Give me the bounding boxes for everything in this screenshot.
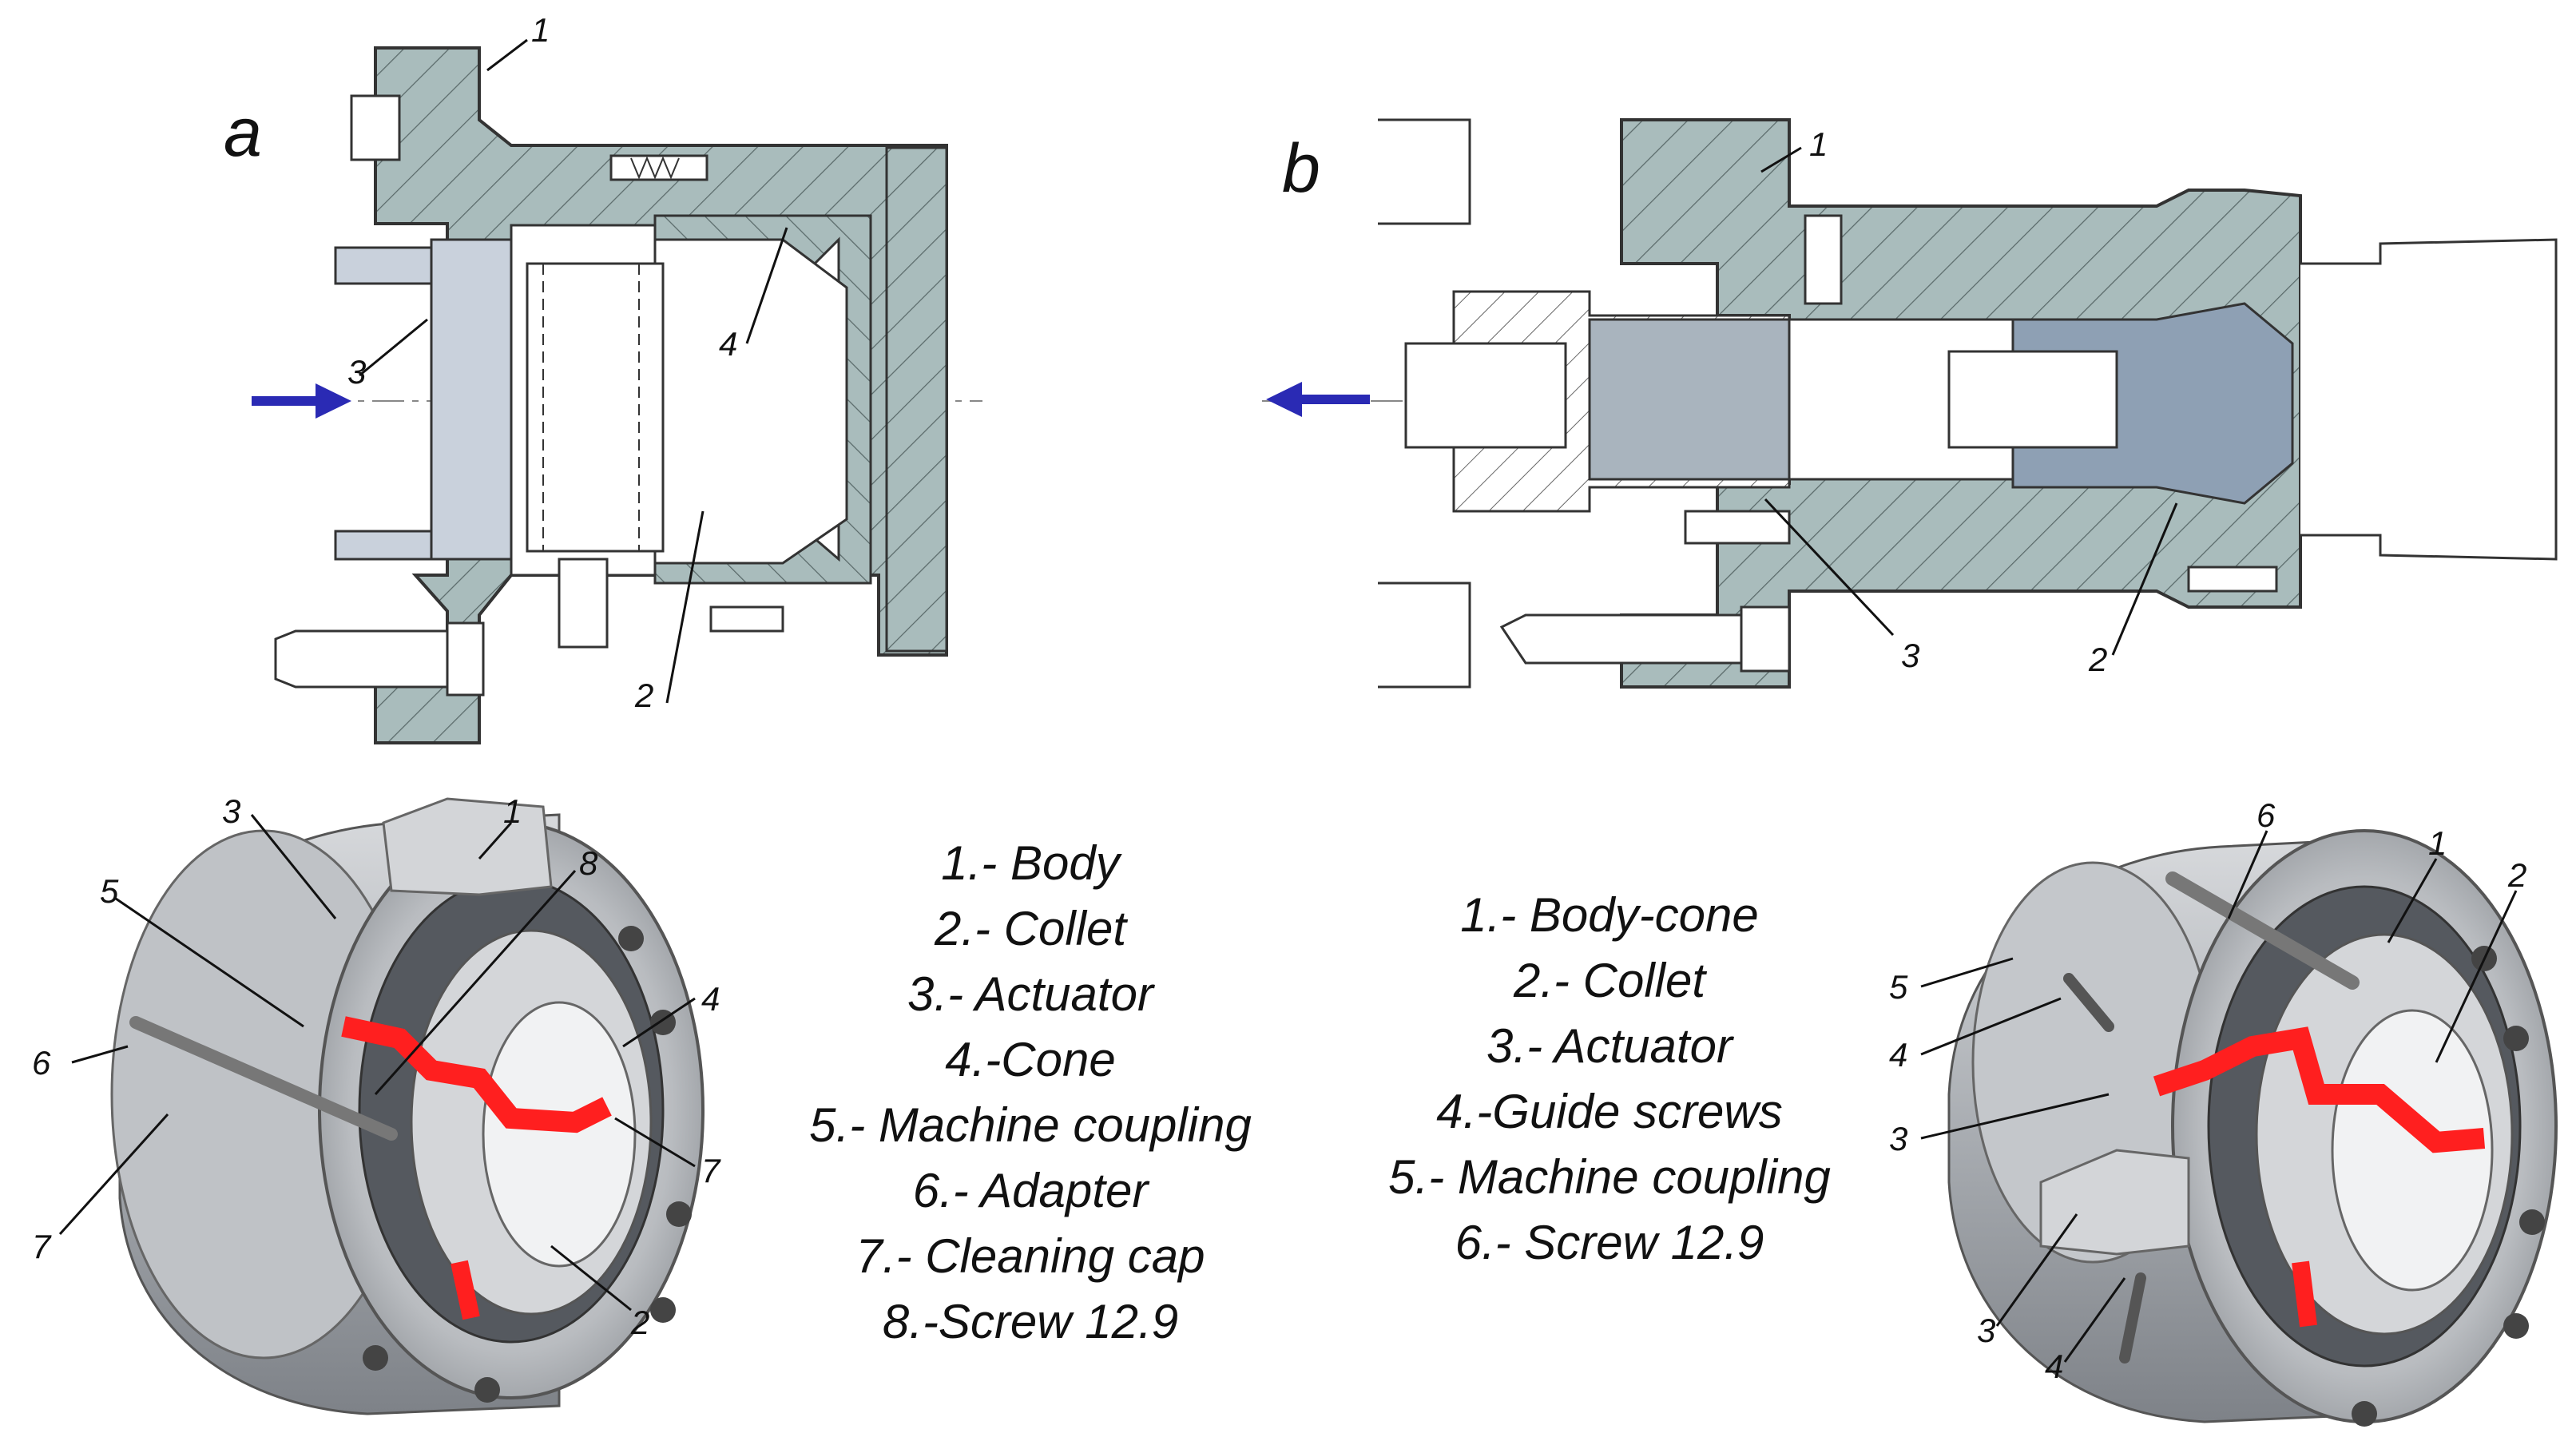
- model-left-callout-1: 1: [503, 792, 522, 830]
- model-left-3d: 3 1 8 5 4 6 7 7 2: [32, 792, 721, 1415]
- legend-left: 1.- Body 2.- Collet 3.- Actuator 4.-Cone…: [751, 831, 1310, 1355]
- model-right-callout-1: 1: [2428, 824, 2447, 862]
- legend-left-item-4: 4.-Cone: [945, 1033, 1116, 1086]
- model-left-callout-7a: 7: [701, 1152, 721, 1189]
- legend-right-item-2: 2.- Collet: [1513, 954, 1706, 1007]
- model-right-3d: 6 1 2 5 4 3 3 4: [1889, 796, 2558, 1427]
- model-left-callout-3: 3: [222, 792, 240, 830]
- model-left-callout-7b: 7: [32, 1228, 52, 1265]
- panel-b-label: b: [1282, 130, 1320, 207]
- panel-a-callout-4: 4: [719, 325, 737, 363]
- panel-a-label: a: [224, 94, 262, 171]
- model-right-callout-4b: 4: [2045, 1348, 2063, 1385]
- model-left-callout-8: 8: [579, 844, 598, 882]
- panel-b-section: b 1 3 2: [1262, 118, 2558, 689]
- legend-right-item-4: 4.-Guide screws: [1436, 1085, 1783, 1138]
- panel-a-flow-arrow-icon: [252, 383, 351, 419]
- model-right-callout-3b: 3: [1977, 1312, 1995, 1349]
- panel-b-flow-arrow-icon: [1266, 382, 1370, 417]
- legend-right-item-5: 5.- Machine coupling: [1388, 1150, 1831, 1204]
- model-left-callout-6: 6: [32, 1044, 51, 1082]
- legend-left-item-1: 1.- Body: [941, 836, 1120, 890]
- model-left-callout-2: 2: [630, 1304, 649, 1341]
- model-right-callout-2: 2: [2507, 856, 2526, 894]
- model-left-callout-4: 4: [701, 980, 720, 1018]
- legend-right-item-3: 3.- Actuator: [1486, 1019, 1733, 1073]
- legend-left-item-6: 6.- Adapter: [912, 1164, 1149, 1217]
- legend-left-item-5: 5.- Machine coupling: [809, 1098, 1252, 1152]
- panel-b-callout-3: 3: [1901, 637, 1919, 674]
- panel-a-callout-1: 1: [531, 11, 550, 49]
- model-left-callout-5: 5: [100, 872, 119, 910]
- legend-left-item-2: 2.- Collet: [934, 902, 1127, 955]
- panel-b-callout-1: 1: [1809, 125, 1828, 163]
- model-right-callout-4a: 4: [1889, 1036, 1907, 1074]
- model-right-callout-5: 5: [1889, 968, 1908, 1006]
- model-right-callout-3a: 3: [1889, 1120, 1907, 1157]
- panel-a-section: a 1 3 4 2: [224, 11, 982, 744]
- legend-right: 1.- Body-cone 2.- Collet 3.- Actuator 4.…: [1330, 883, 1889, 1276]
- legend-left-item-7: 7.- Cleaning cap: [855, 1229, 1205, 1283]
- legend-right-item-1: 1.- Body-cone: [1460, 888, 1759, 942]
- legend-right-item-6: 6.- Screw 12.9: [1455, 1216, 1764, 1269]
- model-right-callout-6: 6: [2256, 796, 2276, 834]
- panel-a-callout-3: 3: [347, 353, 366, 391]
- legend-left-item-8: 8.-Screw 12.9: [882, 1295, 1179, 1348]
- legend-left-item-3: 3.- Actuator: [907, 967, 1153, 1021]
- panel-b-callout-2: 2: [2088, 641, 2107, 678]
- panel-a-callout-2: 2: [634, 677, 653, 714]
